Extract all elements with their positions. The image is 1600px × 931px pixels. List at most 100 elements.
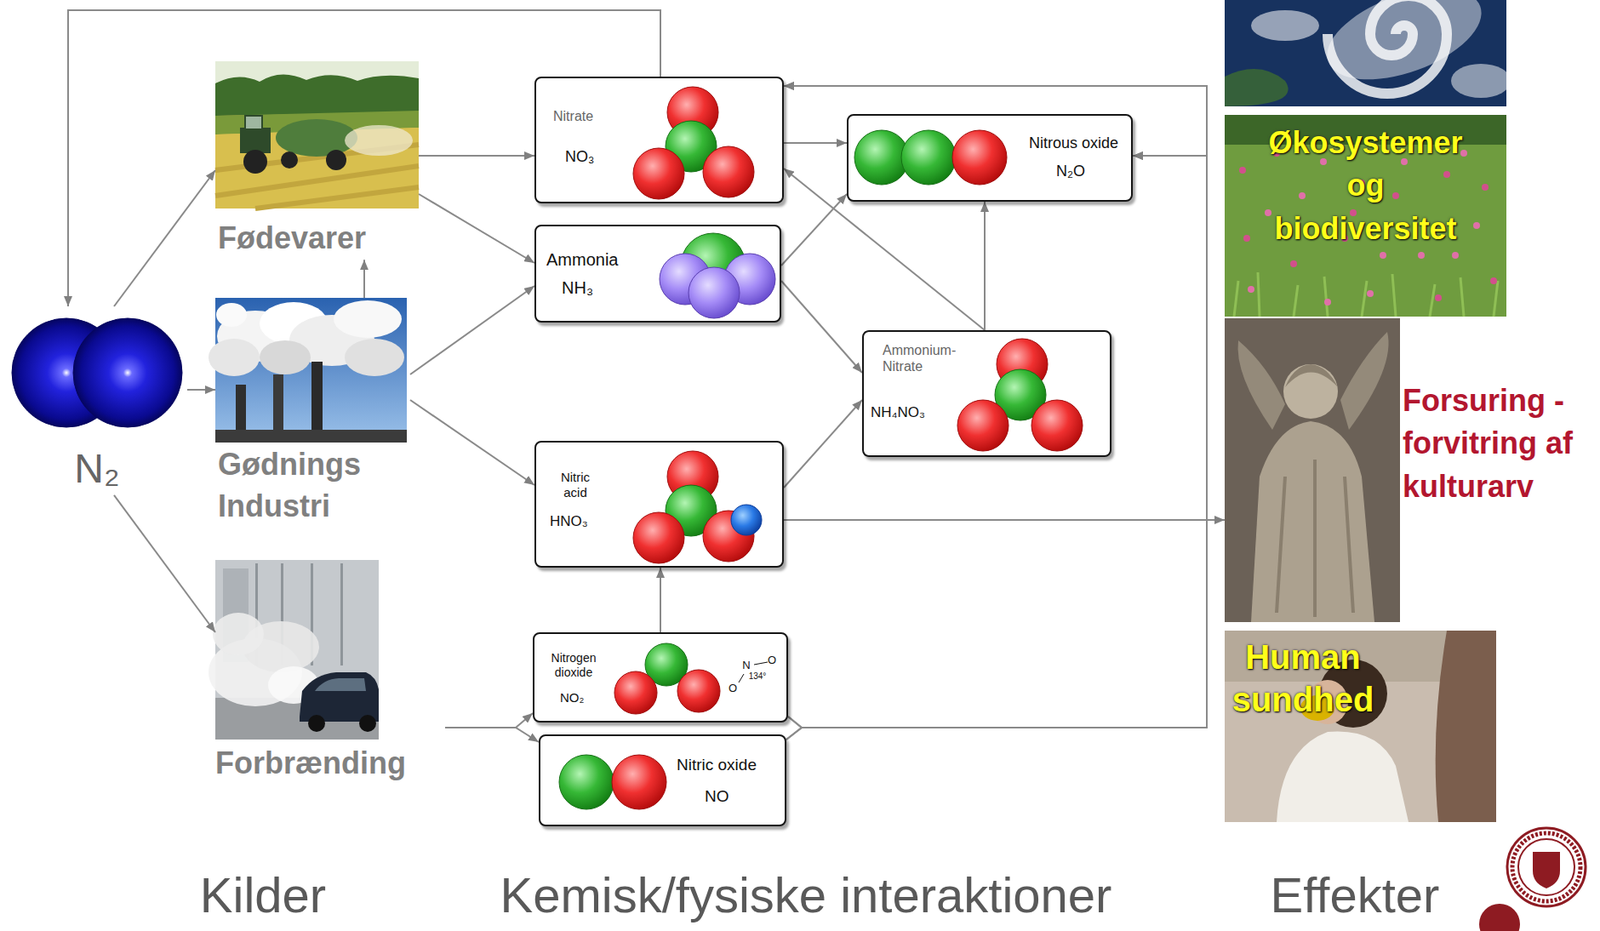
section-label: Kemisk/fysiske interaktioner — [500, 870, 1113, 920]
molecule-model — [536, 226, 783, 325]
molecule-model — [540, 736, 789, 829]
node-label: NO — [704, 787, 730, 807]
atom-sphere — [957, 400, 1009, 452]
effect-panel: Human sundhed — [1224, 630, 1497, 823]
field-photo — [215, 61, 419, 209]
statue-photo — [1251, 421, 1375, 623]
field-photo — [240, 127, 271, 154]
traffic-photo — [299, 672, 379, 722]
meadow-photo — [1224, 114, 1507, 317]
statue-photo — [1285, 364, 1338, 388]
section-label: Effekter — [1270, 870, 1440, 920]
node-label: NO₂ — [560, 690, 584, 706]
node-label: Nitric oxide — [676, 755, 757, 776]
molecule-model — [536, 442, 786, 570]
bond-angle: 134° — [748, 672, 767, 681]
meadow-photo — [1243, 234, 1251, 242]
flow-arrow — [68, 10, 661, 307]
photo-panel: Gødnings Industri — [215, 297, 411, 531]
node-label: Nitric acid — [551, 469, 600, 501]
molecule-model — [11, 306, 183, 443]
atom-symbol: O — [767, 654, 777, 666]
field-photo — [245, 115, 263, 130]
meadow-photo — [1239, 166, 1246, 174]
factory-photo — [333, 300, 402, 338]
node-label: Human sundhed — [1226, 635, 1380, 721]
field-photo — [344, 125, 413, 156]
flow-arrow — [783, 519, 1225, 521]
university-seal — [1518, 839, 1575, 896]
meadow-photo — [1392, 192, 1400, 200]
meadow-photo — [1490, 277, 1498, 285]
meadow-photo — [1234, 272, 1498, 317]
field-photo — [215, 61, 419, 209]
statue-photo — [1224, 318, 1400, 623]
statue-photo — [1238, 340, 1286, 430]
statue-photo — [1340, 331, 1389, 430]
molecule-model — [536, 78, 786, 206]
child-photo — [1224, 630, 1497, 823]
flow-arrow — [783, 400, 863, 488]
field-photo — [280, 151, 298, 169]
node-label: NH₄NO₃ — [870, 404, 926, 422]
node-label: NH₃ — [561, 277, 594, 298]
child-photo — [1224, 630, 1497, 823]
atom-sphere — [901, 130, 956, 185]
atom-symbol: O — [728, 682, 738, 694]
bond-line — [754, 662, 768, 665]
traffic-photo — [314, 678, 366, 692]
hurricane-photo — [1251, 10, 1320, 41]
flow-arrow — [363, 259, 366, 298]
atom-sphere — [633, 512, 685, 564]
molecule-box: Ammonium- NitrateNH₄NO₃ — [862, 330, 1112, 458]
atom-sphere — [1031, 400, 1083, 452]
meadow-photo — [1443, 171, 1451, 178]
molecule-box: Nitric oxideNO — [538, 734, 787, 827]
node-label: N₂ — [11, 446, 183, 492]
traffic-photo — [308, 714, 326, 732]
node-label: Gødnings Industri — [217, 444, 406, 527]
university-seal — [1507, 828, 1586, 907]
flow-arrow — [410, 285, 535, 375]
meadow-photo — [1481, 183, 1489, 191]
flow-arrow — [418, 194, 535, 263]
molecule-box: NitrateNO₃ — [534, 76, 784, 204]
atom-sphere — [677, 669, 720, 713]
flow-arrow — [410, 400, 535, 486]
child-photo — [1435, 630, 1497, 823]
node-label: HNO₃ — [549, 513, 589, 531]
node-label: Fødevarer — [217, 219, 366, 257]
statue-photo — [1276, 459, 1354, 618]
university-seal — [1532, 851, 1560, 889]
meadow-photo — [1434, 294, 1442, 302]
flow-arrow — [783, 85, 1207, 728]
meadow-photo — [1324, 298, 1332, 306]
node-label: N₂O — [1056, 162, 1086, 182]
flow-arrow — [781, 194, 847, 266]
factory-photo — [208, 297, 407, 443]
effect-panel: Økosystemer og biodiversitet — [1224, 114, 1507, 317]
flow-arrow — [786, 155, 1207, 740]
flow-arrow — [983, 201, 986, 331]
flow-arrow — [445, 727, 539, 743]
node-label: Nitrogen dioxide — [542, 651, 605, 680]
traffic-photo — [359, 714, 377, 732]
atom-sphere — [73, 318, 183, 428]
flow-arrow — [781, 280, 863, 373]
meadow-photo — [1451, 251, 1459, 259]
section-label: Kilder — [200, 870, 326, 920]
node-label: Nitrate — [553, 108, 594, 125]
meadow-photo — [1224, 114, 1507, 317]
university-seal — [1479, 828, 1586, 931]
meadow-photo — [1290, 260, 1298, 268]
node-label: Ammonium- Nitrate — [882, 342, 964, 375]
flow-arrow — [445, 713, 533, 728]
node-label: Forbrænding — [215, 744, 406, 782]
molecule-box: Nitrous oxideN₂O — [846, 114, 1133, 202]
flow-arrow — [187, 388, 216, 391]
flow-arrow — [114, 170, 216, 307]
node-label: Forsuring - forvitring af kulturarv — [1402, 379, 1573, 509]
bond-line — [738, 674, 744, 683]
atom-sphere — [614, 671, 658, 715]
factory-photo — [215, 429, 407, 443]
